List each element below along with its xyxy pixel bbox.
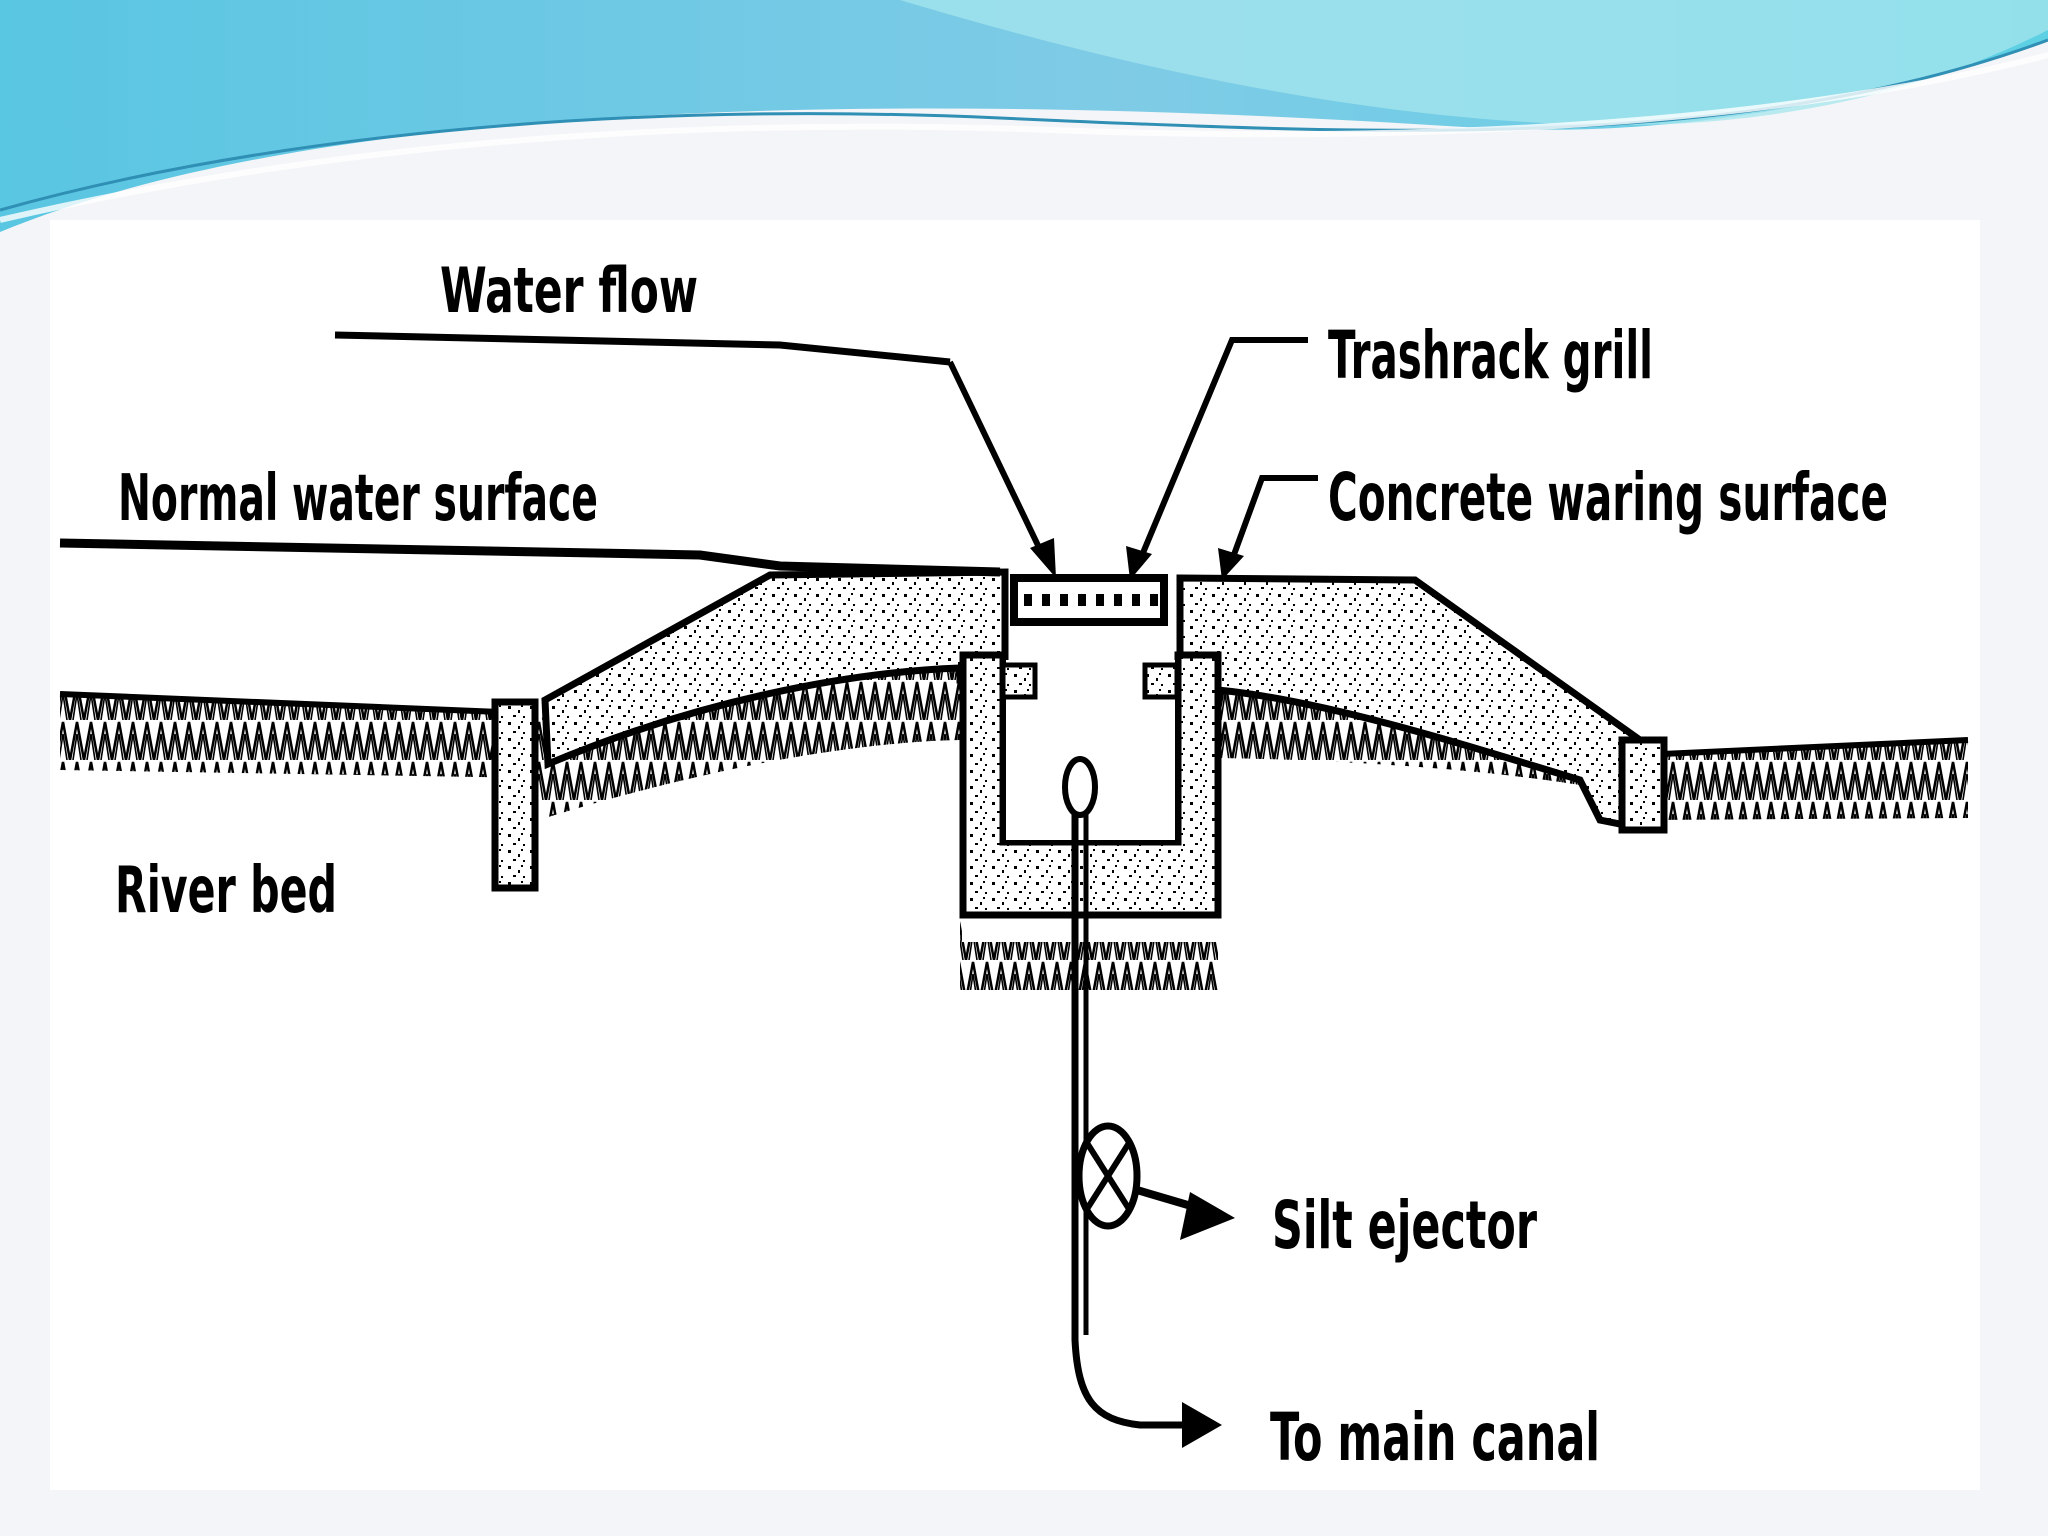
water-flow-line [334, 331, 951, 366]
trashrack-bars [1024, 594, 1158, 606]
chamber-ledge-right [1142, 662, 1180, 700]
label-trashrack-grill: Trashrack grill [1328, 317, 1653, 394]
label-concrete-surface: Concrete waring surface [1328, 459, 1888, 536]
trashrack-leader [1137, 337, 1308, 562]
river-bed-top-line [59, 691, 501, 715]
label-to-main-canal: To main canal [1270, 1399, 1600, 1476]
chamber-ledge-left [1000, 662, 1038, 700]
water-flow-arrow [947, 360, 1048, 562]
water-flow-arrowhead [1030, 538, 1056, 578]
concrete-surface-leader [1229, 475, 1318, 562]
silt-ejector-arrow-head [1180, 1192, 1235, 1240]
cutoff-wall-left [491, 698, 539, 892]
normal-water-surface-line [59, 538, 1001, 577]
river-bed-right-line [1639, 737, 1969, 758]
label-silt-ejector: Silt ejector [1272, 1187, 1538, 1264]
concrete-surface-arrowhead [1218, 548, 1244, 580]
label-river-bed: River bed [115, 854, 337, 928]
main-canal-arrow-head [1182, 1402, 1222, 1448]
cutoff-wall-right [1618, 736, 1668, 834]
label-water-flow: Water flow [440, 254, 698, 327]
silt-ejector-valve-icon [1075, 1122, 1141, 1230]
outlet-pipe [1071, 812, 1207, 1430]
intake-chamber [959, 651, 1222, 919]
header-wave-highlight [900, 0, 2048, 126]
header-wave-line-2 [0, 52, 2048, 223]
trashrack-grill [1010, 574, 1168, 626]
concrete-weir-right [1176, 574, 1644, 833]
label-normal-water-surface: Normal water surface [118, 462, 598, 536]
trashrack-arrowhead [1126, 546, 1152, 580]
pipe-intake-opening [1062, 756, 1098, 818]
